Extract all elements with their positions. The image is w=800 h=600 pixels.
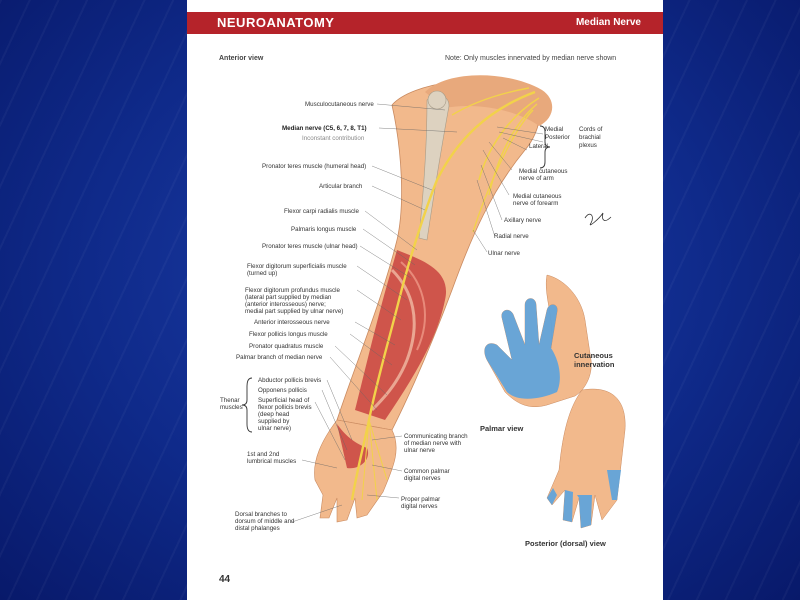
note-text: Note: Only muscles innervated by median … — [445, 55, 617, 62]
label-fdp-3: (anterior interosseous) nerve; — [245, 301, 326, 308]
label-fcr: Flexor carpi radialis muscle — [284, 208, 359, 215]
label-fpl: Flexor pollicis longus muscle — [249, 331, 328, 338]
posterior-view-hand — [546, 388, 626, 529]
label-superficial: Superficial head of — [258, 397, 310, 404]
median-nerve-illustration — [241, 75, 626, 529]
label-posterior-cord: Posterior — [545, 134, 570, 141]
label-communicating-2: of median nerve with — [404, 440, 462, 447]
label-superficial-3: (deep head — [258, 411, 290, 418]
label-abductor: Abductor pollicis brevis — [258, 377, 322, 384]
label-proper-palmar-2: digital nerves — [401, 503, 438, 510]
label-superficial-2: flexor pollicis brevis — [258, 404, 312, 411]
section-title: NEUROANATOMY — [217, 15, 335, 30]
label-median-nerve: Median nerve (C5, 6, 7, 8, T1) — [282, 125, 367, 132]
label-dorsal: Dorsal branches to — [235, 511, 287, 518]
label-articular: Articular branch — [319, 183, 363, 190]
label-fdp-2: (lateral part supplied by median — [245, 294, 332, 301]
label-common-palmar: Common palmar — [404, 468, 450, 475]
label-fdp-4: medial part supplied by ulnar nerve) — [245, 308, 344, 315]
label-axillary: Axillary nerve — [504, 217, 542, 224]
label-lateral-cord: Lateral — [529, 143, 548, 150]
humerus — [418, 95, 450, 241]
label-pronator-humeral: Pronator teres muscle (humeral head) — [262, 163, 367, 170]
label-muscles: muscles — [220, 404, 243, 411]
label-common-palmar-2: digital nerves — [404, 475, 441, 482]
label-pronator-quad: Pronator quadratus muscle — [249, 343, 324, 350]
label-med-cut-arm-2: nerve of arm — [519, 175, 554, 182]
label-fdp: Flexor digitorum profundus muscle — [245, 287, 340, 294]
view-label: Anterior view — [219, 55, 264, 62]
label-palmaris: Palmaris longus muscle — [291, 226, 357, 233]
caption-palmar-view: Palmar view — [480, 424, 524, 433]
label-dorsal-3: distal phalanges — [235, 525, 280, 532]
label-radial: Radial nerve — [494, 233, 529, 240]
label-communicating: Communicating branch — [404, 433, 468, 440]
label-ulnar: Ulnar nerve — [488, 250, 520, 257]
caption-cutaneous: Cutaneous — [574, 351, 613, 360]
label-med-cut-forearm-2: nerve of forearm — [513, 200, 559, 207]
label-thenar: Thenar — [220, 397, 240, 404]
label-ant-interosseous: Anterior interosseous nerve — [254, 319, 330, 326]
label-superficial-5: ulnar nerve) — [258, 425, 292, 432]
label-opponens: Opponens pollicis — [258, 387, 307, 394]
label-dorsal-2: dorsum of middle and — [235, 518, 295, 525]
label-lumbrical-2: lumbrical muscles — [247, 458, 297, 465]
page-banner: NEUROANATOMY Median Nerve — [187, 12, 663, 34]
label-proper-palmar: Proper palmar — [401, 496, 441, 503]
label-palmar-branch: Palmar branch of median nerve — [236, 354, 323, 361]
label-musculocutaneous: Musculocutaneous nerve — [305, 101, 374, 108]
palmar-view-hand — [484, 274, 592, 408]
label-fds-2: (turned up) — [247, 270, 278, 277]
label-superficial-4: supplied by — [258, 418, 290, 425]
label-med-cut-forearm: Medial cutaneous — [513, 193, 562, 200]
label-cords: Cords of — [579, 126, 603, 133]
hand-skin — [314, 419, 397, 523]
label-fds: Flexor digitorum superficialis muscle — [247, 263, 347, 270]
label-lumbrical: 1st and 2nd — [247, 451, 280, 458]
page-number: 44 — [219, 574, 231, 585]
label-medial-cord: Medial — [545, 126, 564, 133]
label-cords-2: brachial — [579, 134, 601, 141]
caption-posterior-view: Posterior (dorsal) view — [525, 539, 606, 548]
label-pronator-ulnar: Pronator teres muscle (ulnar head) — [262, 243, 358, 250]
atlas-page: NEUROANATOMY Median Nerve Anterior view … — [187, 0, 663, 600]
label-med-cut-arm: Medial cutaneous — [519, 168, 568, 175]
label-inconstant: Inconstant contribution — [302, 135, 365, 142]
topic-title: Median Nerve — [575, 17, 641, 28]
median-nerve — [350, 90, 536, 501]
label-communicating-3: ulnar nerve — [404, 447, 435, 454]
shoulder — [425, 75, 553, 126]
caption-innervation: innervation — [574, 360, 615, 369]
label-cords-3: plexus — [579, 142, 597, 149]
